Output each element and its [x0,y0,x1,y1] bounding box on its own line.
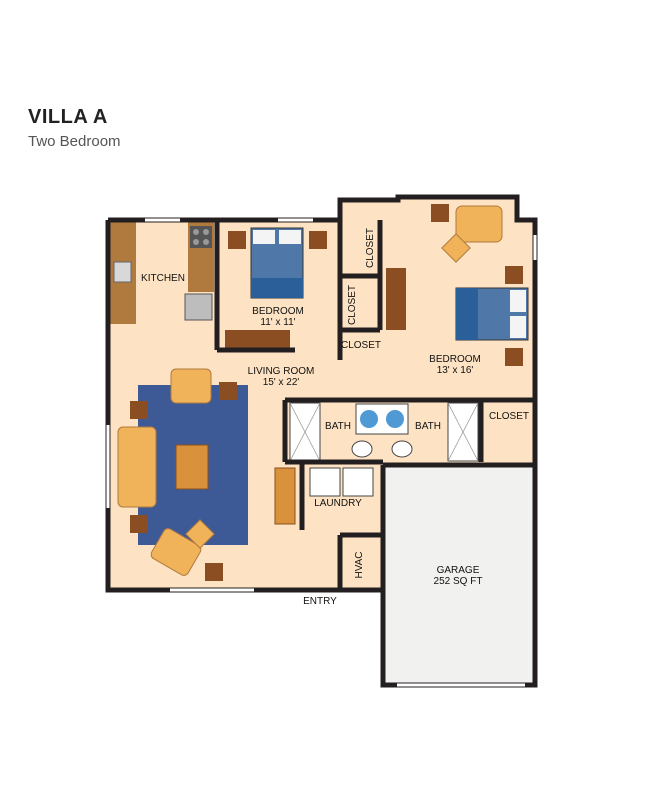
hvac-label: HVAC [354,551,365,578]
ottoman-icon [441,233,471,263]
closet-right-label: CLOSET [489,411,529,422]
living-furniture [117,368,296,581]
kitchen-label: KITCHEN [141,273,185,284]
garage-size: 252 SQ FT [434,576,483,587]
end-table-icon [205,563,223,581]
ottoman-icon [185,519,215,549]
stove-icon [190,226,212,248]
toilet-icon [391,440,413,458]
sink-icon [113,261,132,283]
coffee-table-icon [175,444,209,490]
armchair-icon [170,368,212,404]
armchair-icon [150,528,202,576]
laundry-label: LAUNDRY [314,498,362,509]
sink-icon [360,410,378,428]
toilet-icon [351,440,373,458]
closet-vertical-label-2: CLOSET [347,285,358,325]
sink-icon [386,410,404,428]
dryer-icon [342,467,374,497]
dresser-icon [225,330,290,348]
plan-title: VILLA A [28,106,108,128]
bedroom2-label: BEDROOM [429,354,481,365]
nightstand-icon [505,266,523,284]
end-table-icon [219,382,237,400]
bedroom1-furniture [225,227,327,348]
bedroom2-size: 13' x 16' [437,365,474,376]
windows [106,218,537,687]
end-table-icon [130,401,148,419]
bath-fixtures [289,402,479,462]
end-table-icon [130,515,148,533]
fridge-icon [184,293,213,321]
nightstand-icon [228,231,246,249]
nightstand-icon [431,204,449,222]
bedroom1-label: BEDROOM [252,306,304,317]
kitchen-counters [110,222,214,324]
sofa-icon [117,426,157,508]
garage-floor [383,465,535,685]
walls [105,194,538,688]
laundry-fixtures [309,467,374,497]
washer-icon [309,467,341,497]
armchair-icon [455,205,503,243]
bath2-label: BATH [415,421,441,432]
entry-label: ENTRY [303,596,337,607]
garage-label: GARAGE [437,565,480,576]
bath1-label: BATH [325,421,351,432]
bedroom1-size: 11' x 11' [260,317,295,328]
nightstand-icon [505,348,523,366]
tv-stand-icon [274,467,296,525]
closet-vertical-label-1: CLOSET [365,228,376,268]
nightstand-icon [309,231,327,249]
dresser-icon [386,268,406,330]
room-labels: KITCHEN BEDROOM 11' x 11' LIVING ROOM 15… [141,228,529,607]
closet-small-label: CLOSET [341,340,381,351]
bedroom2-furniture [386,204,529,366]
living-room-label: LIVING ROOM [248,366,315,377]
plan-subtitle: Two Bedroom [28,133,121,150]
living-room-size: 15' x 22' [263,377,300,388]
